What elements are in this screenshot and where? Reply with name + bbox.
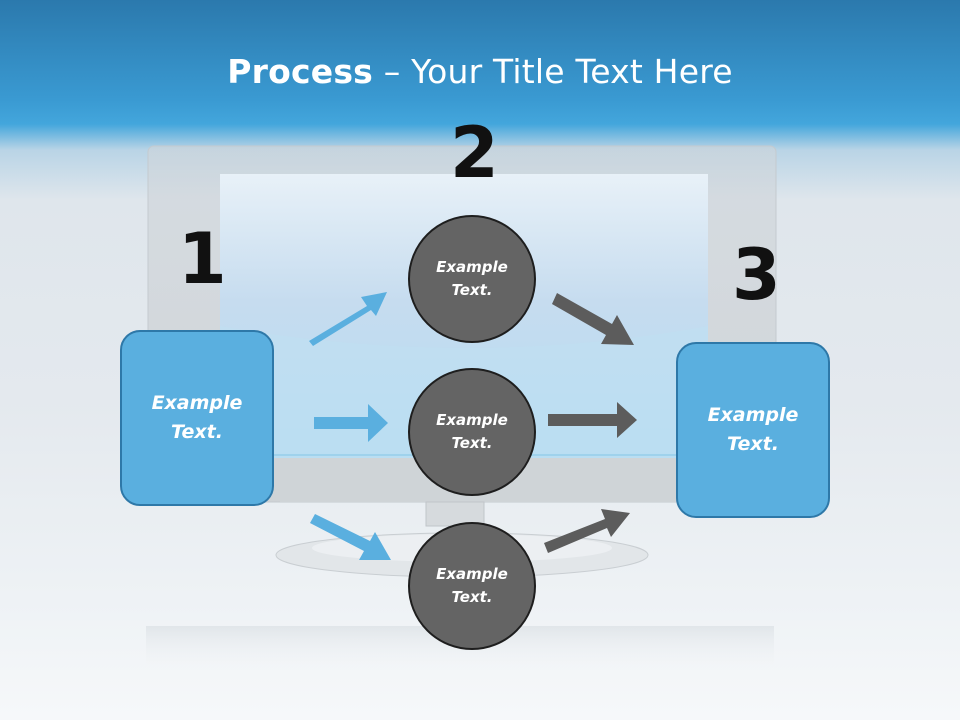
- title-rest-text: – Your Title Text Here: [373, 52, 733, 91]
- arrow-box1-to-circle-bottom: [310, 514, 391, 560]
- step-3-box: Example Text.: [676, 342, 830, 518]
- circle-top-text: Example Text.: [436, 258, 508, 299]
- step-number-2: 2: [450, 112, 499, 194]
- step-1-box: Example Text.: [120, 330, 274, 506]
- circle-bottom-text: Example Text.: [436, 565, 508, 606]
- arrow-box1-to-circle-mid: [314, 404, 388, 442]
- arrow-circle-bottom-to-box3: [544, 509, 630, 553]
- arrow-circle-top-to-box3: [552, 293, 634, 345]
- step-number-3: 3: [732, 234, 781, 316]
- title-bold-text: Process: [227, 52, 374, 91]
- step-number-1: 1: [178, 218, 227, 300]
- arrow-box1-to-circle-top: [309, 292, 387, 346]
- arrow-circle-mid-to-box3: [548, 402, 637, 438]
- step-3-box-text: Example Text.: [707, 404, 799, 455]
- circle-bottom: Example Text.: [408, 522, 536, 650]
- circle-middle: Example Text.: [408, 368, 536, 496]
- step-1-box-text: Example Text.: [151, 392, 243, 443]
- page-title: Process – Your Title Text Here: [0, 52, 960, 91]
- circle-middle-text: Example Text.: [436, 411, 508, 452]
- circle-top: Example Text.: [408, 215, 536, 343]
